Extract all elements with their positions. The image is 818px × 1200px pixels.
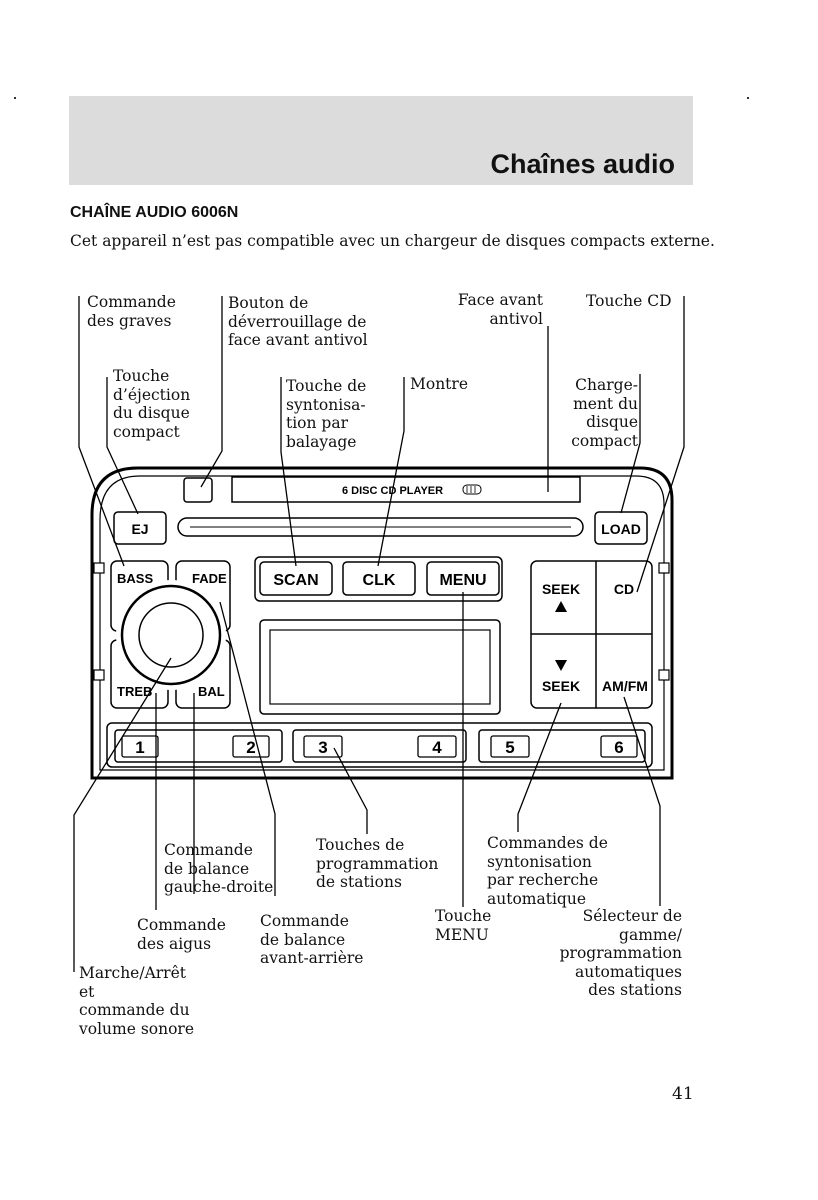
balance-label: BAL [198,684,225,699]
callout-power: Marche/Arrêt et commande du volume sonor… [79,964,195,1038]
preset-3-label: 3 [318,738,327,757]
page-number: 41 [672,1084,694,1104]
callout-seek: Commandes de syntonisation par recherche… [487,834,608,908]
callout-cd-key: Touche CD [586,292,672,310]
chapter-title: Chaînes audio [490,149,675,179]
menu-label: MENU [439,572,486,589]
callout-menu-key: Touche MENU [435,907,492,944]
eject-label: EJ [131,521,148,537]
callout-clock: Montre [410,375,468,393]
amfm-label: AM/FM [602,678,648,694]
preset-1-button [121,735,159,758]
treble-label: TREB [117,684,152,699]
preset-2-button [232,735,270,758]
preset-4-label: 4 [432,738,442,757]
callout-treble: Commande des aigus [137,916,226,953]
preset-1-label: 1 [135,738,144,757]
scan-label: SCAN [273,572,318,589]
preset-5-label: 5 [505,738,514,757]
callout-balance-fr: Commande de balance avant-arrière [260,912,364,967]
chapter-header: Chaînes audio [69,96,693,185]
bass-label: BASS [117,571,153,586]
preset-5-button [490,735,530,758]
callout-balance-lr: Commande de balance gauche-droite [164,841,274,896]
callout-presets: Touches de programmation de stations [316,836,439,891]
preset-6-label: 6 [614,738,623,757]
preset-6-button [600,735,638,758]
callout-scan: Touche de syntonisa- tion par balayage [286,377,367,451]
load-label: LOAD [601,521,641,537]
section-title: CHAÎNE AUDIO 6006N [70,204,239,221]
fade-label: FADE [192,571,227,586]
corner-mark [14,97,16,99]
clock-label: CLK [363,572,396,589]
seek-up-icon [555,601,567,612]
callout-load: Charge- ment du disque compact [571,376,638,450]
eject-button [113,511,167,545]
disc-logo-icon [462,484,482,495]
cd-display-window [231,476,581,503]
volume-knob [138,602,204,668]
seek-down-label: SEEK [542,678,580,694]
callout-faceplate: Face avant antivol [457,291,543,328]
radio-faceplate-inner [99,475,665,771]
seek-up-label: SEEK [542,581,580,597]
callout-band-select: Sélecteur de gamme/ programmation automa… [559,907,682,999]
preset-4-button [417,735,457,758]
cd-label: CD [614,581,634,597]
callout-eject: Touche d’éjection du disque compact [113,367,191,441]
seek-down-icon [555,660,567,671]
intro-text: Cet appareil n’est pas compatible avec u… [70,232,715,250]
callout-bass: Commande des graves [87,293,176,330]
preset-3-button [303,735,343,758]
callout-unlock: Bouton de déverrouillage de face avant a… [228,294,368,349]
preset-2-label: 2 [246,738,255,757]
leader-lines [73,296,685,972]
corner-mark [747,97,749,99]
unlock-button [183,477,213,503]
